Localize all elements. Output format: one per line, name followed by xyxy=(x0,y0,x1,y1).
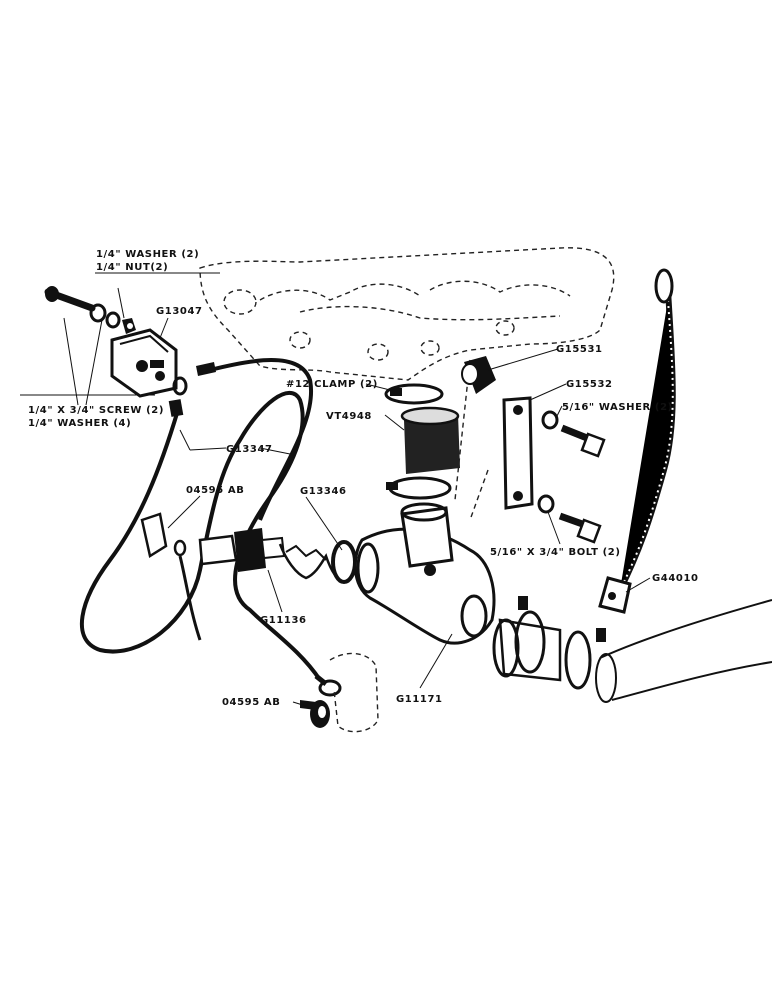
ground-strap-g44010 xyxy=(598,268,676,614)
part-labels: 1/4" WASHER (2) 1/4" NUT(2) G13047 1/4" … xyxy=(28,249,699,708)
label-g15532: G15532 xyxy=(566,379,613,390)
leader-lines xyxy=(20,272,651,707)
fitting-04595ab xyxy=(300,652,379,733)
label-g13047: G13047 xyxy=(156,306,203,317)
label-screw-washer-qty: 1/4" WASHER (4) xyxy=(28,418,131,429)
label-g13346: G13346 xyxy=(300,486,347,497)
hose-vt4948 xyxy=(384,383,460,500)
label-g11136: G11136 xyxy=(260,615,307,626)
label-04595ab-top: 04595 AB xyxy=(186,485,244,496)
label-g13347: G13347 xyxy=(226,444,273,455)
manifold-outline xyxy=(199,247,615,521)
housing-g11171 xyxy=(353,502,496,645)
label-bolt-516: 5/16" X 3/4" BOLT (2) xyxy=(490,547,621,558)
label-clamp: #12 CLAMP (2) xyxy=(286,379,378,390)
gasket-g13346 xyxy=(331,540,357,584)
label-04595ab-bottom: 04595 AB xyxy=(222,697,280,708)
plug-g15531 xyxy=(461,356,496,394)
switch-part xyxy=(110,328,178,398)
label-washer-qty: 1/4" WASHER (2) xyxy=(96,249,199,260)
bracket-g15532 xyxy=(502,396,606,544)
label-vt4948: VT4948 xyxy=(326,411,372,422)
label-g44010: G44010 xyxy=(652,573,699,584)
outlet-hose xyxy=(492,596,606,690)
label-screw-qty: 1/4" X 3/4" SCREW (2) xyxy=(28,405,164,416)
sender-g11136 xyxy=(198,528,345,584)
label-washer-516: 5/16" WASHER (2) xyxy=(562,402,673,413)
label-g15531: G15531 xyxy=(556,344,603,355)
wire-04595ab xyxy=(140,512,202,641)
label-g11171: G11171 xyxy=(396,694,443,705)
label-nut-qty: 1/4" NUT(2) xyxy=(96,262,168,273)
hose-outline xyxy=(595,599,772,703)
screw-and-washers xyxy=(44,286,136,334)
cable-g13347 xyxy=(79,358,342,697)
